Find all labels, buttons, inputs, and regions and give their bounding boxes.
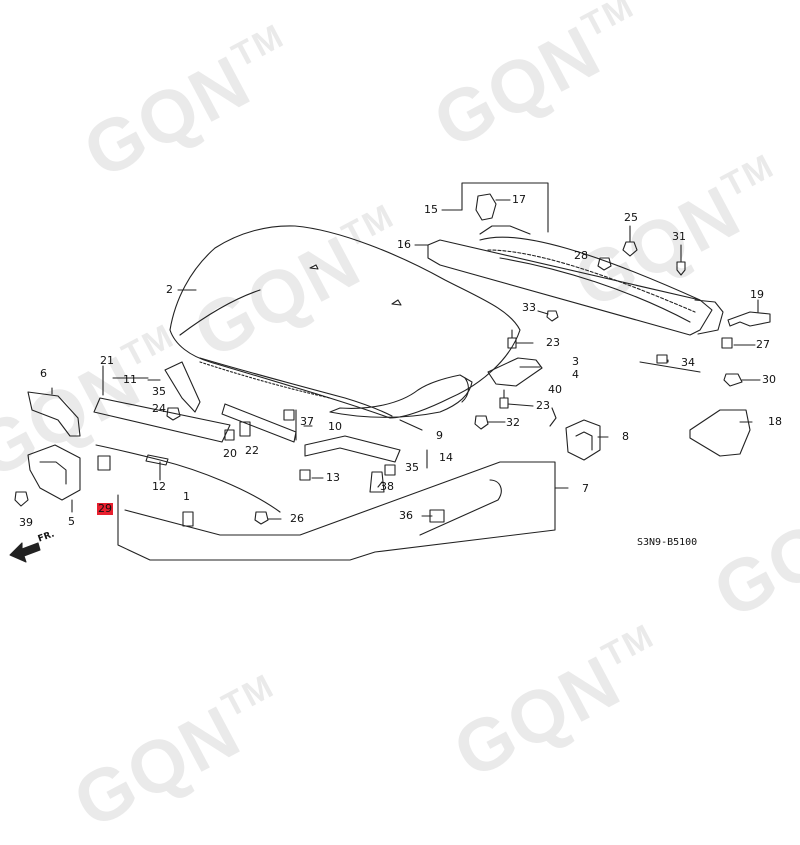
callout-23-upper: 23	[546, 336, 560, 349]
callout-28: 28	[574, 249, 588, 262]
callout-12: 12	[152, 480, 166, 493]
callout-21: 21	[100, 354, 114, 367]
callout-36: 36	[399, 509, 413, 522]
callout-37: 37	[300, 415, 314, 428]
callout-27: 27	[756, 338, 770, 351]
cable-12	[95, 444, 281, 513]
clip-26	[254, 511, 269, 525]
diagram-code: S3N9-B5100	[637, 537, 698, 548]
callout-14: 14	[439, 451, 453, 464]
callout-5: 5	[68, 515, 75, 528]
clip-25	[622, 241, 638, 257]
latch-5	[27, 444, 81, 501]
callout-9: 9	[436, 429, 443, 442]
clip-32	[474, 415, 489, 430]
callout-26: 26	[290, 512, 304, 525]
strip-10	[221, 403, 297, 443]
bumper-38	[369, 471, 385, 493]
callout-19: 19	[750, 288, 764, 301]
bolt-23	[499, 389, 509, 409]
latch-8	[565, 419, 601, 461]
callout-24: 24	[152, 402, 166, 415]
callout-4: 4	[572, 368, 579, 381]
clip-34	[656, 354, 668, 364]
bolt-39	[14, 491, 29, 507]
callout-34: 34	[681, 356, 695, 369]
clip-28	[597, 257, 612, 271]
callout-10: 10	[328, 420, 342, 433]
hood-panel	[169, 225, 521, 419]
callout-18: 18	[768, 415, 782, 428]
callout-3: 3	[572, 355, 579, 368]
clip-13	[299, 469, 311, 481]
callout-25: 25	[624, 211, 638, 224]
bolt-23	[507, 329, 517, 349]
callout-1: 1	[183, 490, 190, 503]
callout-13: 13	[326, 471, 340, 484]
hinge-3-4	[487, 357, 543, 387]
cover-6	[27, 391, 81, 437]
callout-6: 6	[40, 367, 47, 380]
hood-inner-frame	[329, 374, 473, 418]
front-arrow-icon	[9, 542, 41, 563]
clip-37	[283, 409, 295, 421]
clip-17	[475, 193, 497, 221]
callout-35-right: 35	[405, 461, 419, 474]
callout-8: 8	[622, 430, 629, 443]
bumper-30	[723, 373, 743, 387]
clip-33	[546, 310, 559, 322]
clip-1	[182, 511, 194, 527]
bolt-40	[549, 407, 557, 427]
callout-30: 30	[762, 373, 776, 386]
callout-20: 20	[223, 447, 237, 460]
bracket-11	[164, 361, 201, 413]
clip-20	[224, 429, 235, 441]
bracket-18	[689, 409, 751, 457]
handle-36	[429, 509, 445, 523]
cowl-panel	[427, 225, 724, 336]
clip-29	[97, 455, 111, 471]
callout-29-highlighted: 29	[97, 502, 113, 515]
callout-32: 32	[506, 416, 520, 429]
hood-seal	[199, 361, 331, 399]
bracket-15	[461, 182, 549, 233]
clip-35	[384, 464, 396, 476]
strip-14	[304, 435, 401, 463]
callout-2: 2	[166, 283, 173, 296]
callout-16: 16	[397, 238, 411, 251]
callout-17: 17	[512, 193, 526, 206]
callout-22: 22	[245, 444, 259, 457]
callout-31: 31	[672, 230, 686, 243]
clip-24	[166, 407, 181, 421]
bracket-19	[727, 311, 771, 327]
diagram-drawing	[9, 182, 771, 563]
support-rod-21	[93, 397, 231, 443]
callout-23-lower: 23	[536, 399, 550, 412]
callout-38: 38	[380, 480, 394, 493]
callout-33: 33	[522, 301, 536, 314]
callout-7: 7	[582, 482, 589, 495]
callout-35-left: 35	[152, 385, 166, 398]
callout-40: 40	[548, 383, 562, 396]
screw-31	[676, 261, 686, 276]
callout-15: 15	[424, 203, 438, 216]
cable-7	[117, 461, 556, 561]
callout-11: 11	[123, 373, 137, 386]
clip-27	[721, 337, 733, 349]
clip-22	[239, 421, 251, 437]
callout-39: 39	[19, 516, 33, 529]
